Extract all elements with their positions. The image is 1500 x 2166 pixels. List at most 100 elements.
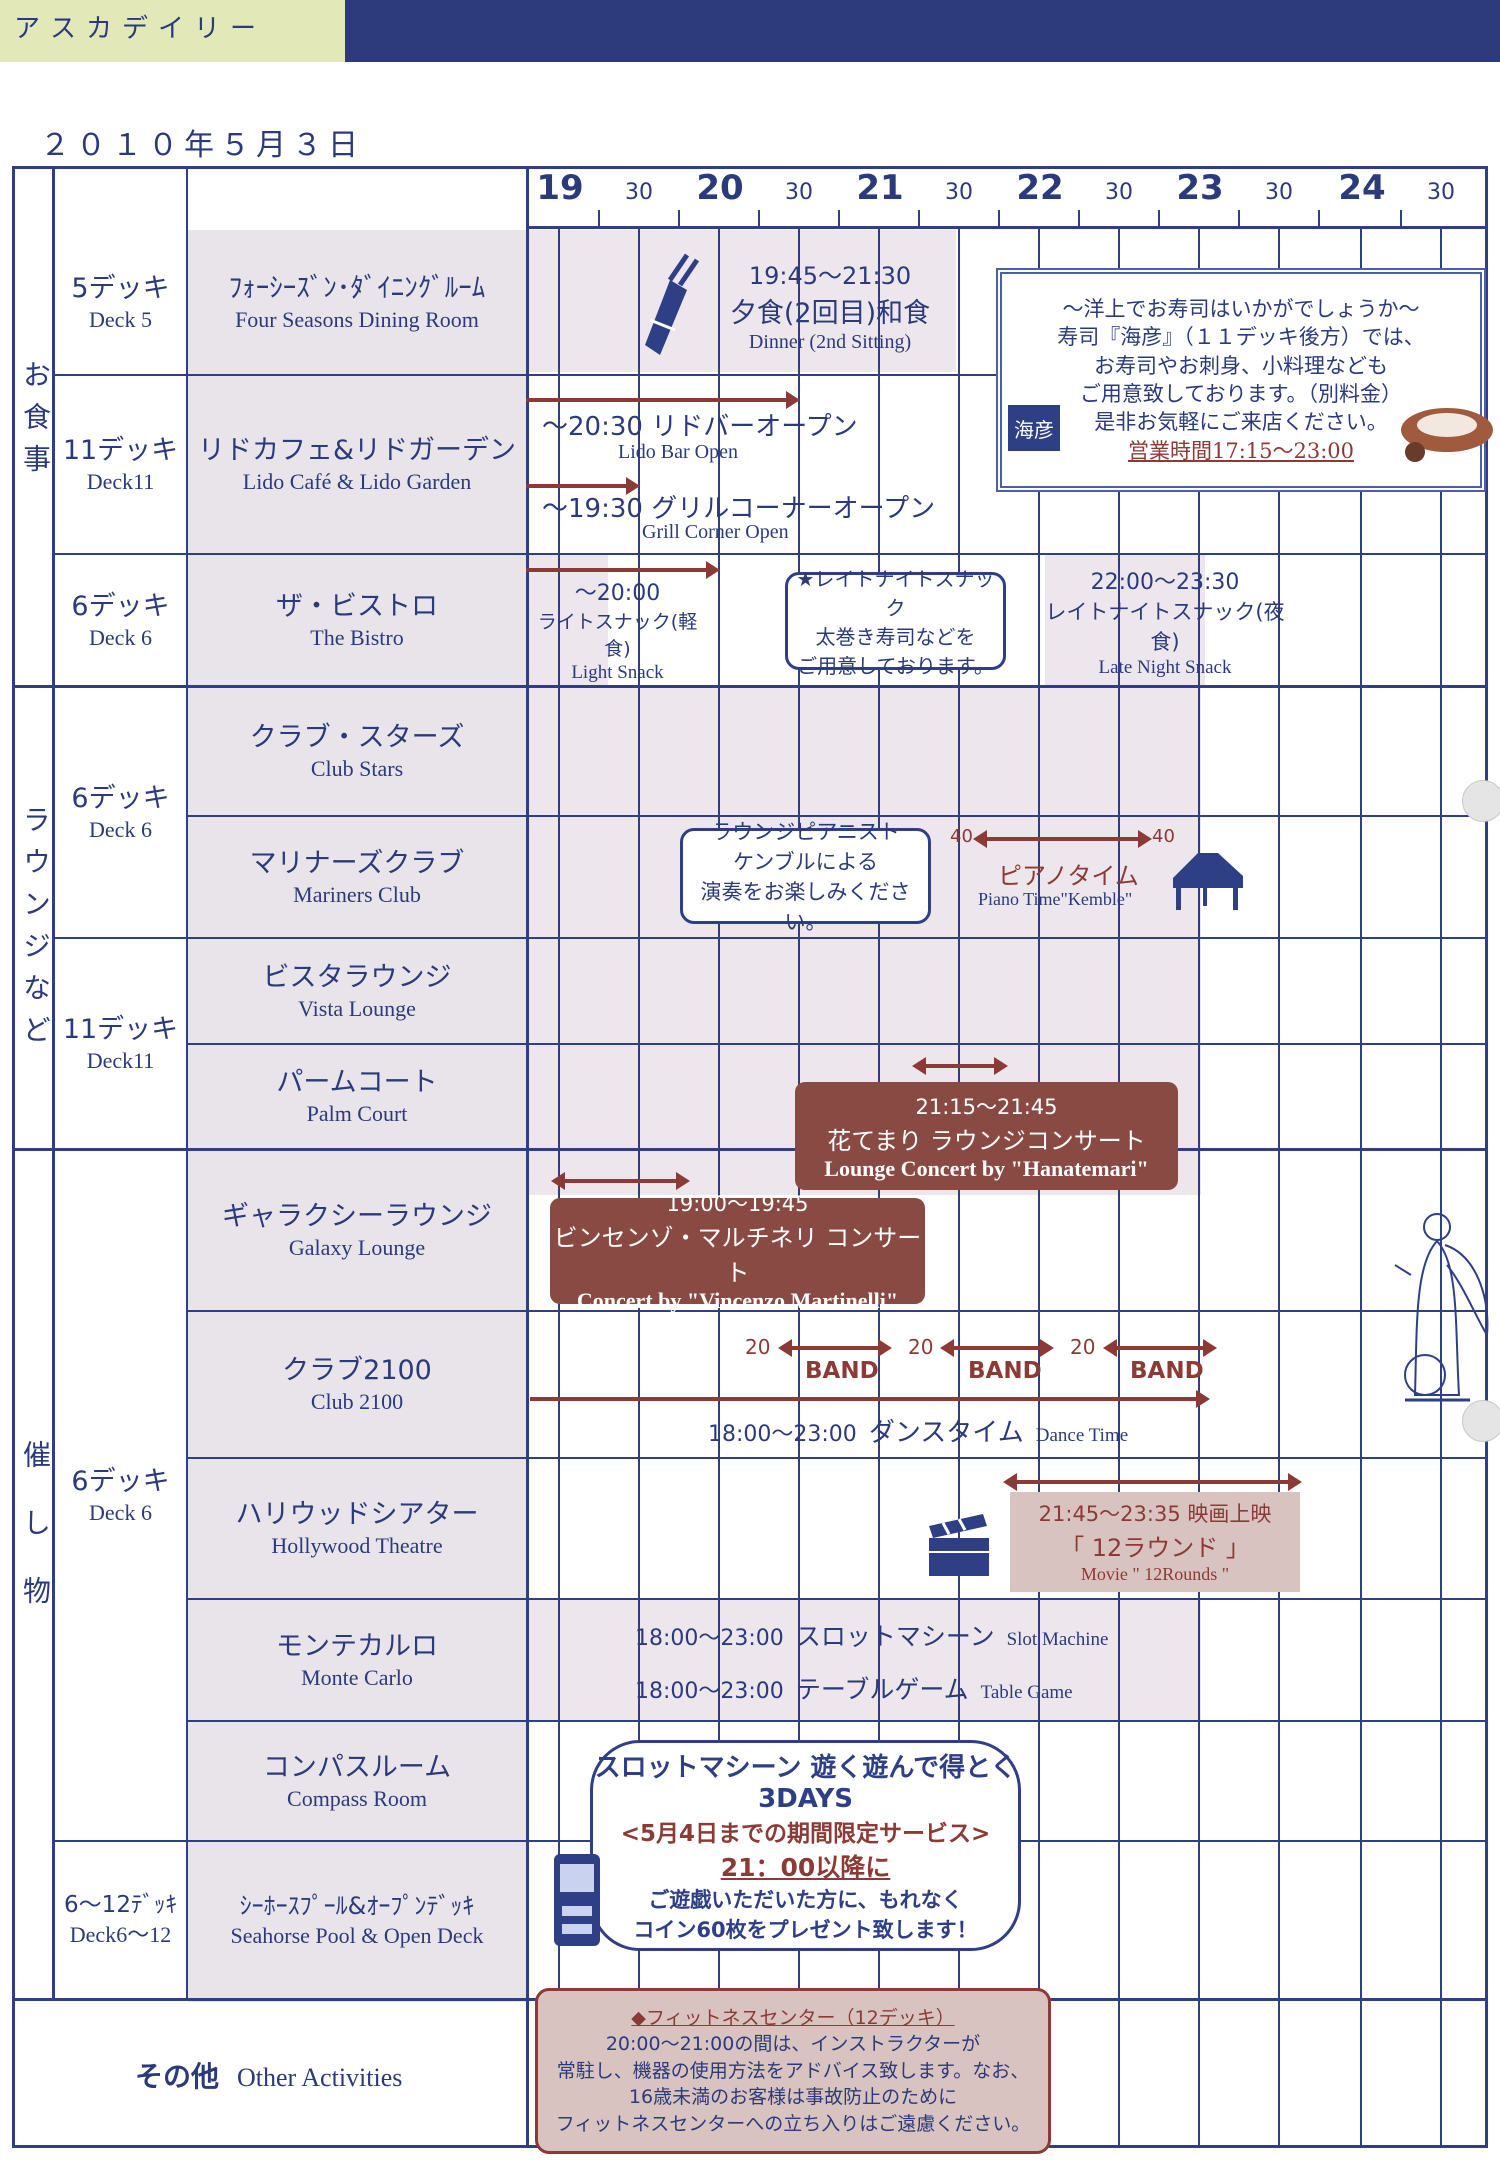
dance-jp: ダンスタイム	[868, 1418, 1024, 1448]
venue-label: ハリウッドシアター Hollywood Theatre	[188, 1459, 526, 1598]
clapperboard-icon	[929, 1514, 989, 1576]
promo-line: コイン60枚をプレゼント致します！	[633, 1918, 978, 1942]
venue-jp: モンテカルロ	[276, 1630, 438, 1662]
slot-en: Slot Machine	[1006, 1629, 1109, 1650]
dinner-en: Dinner (2nd Sitting)	[748, 330, 912, 353]
section-divider	[12, 685, 1488, 688]
venue-en: Vista Lounge	[298, 995, 416, 1021]
venue-label: コンパスルーム Compass Room	[188, 1722, 526, 1840]
venue-jp: パームコート	[276, 1067, 438, 1099]
venue-label: マリナーズクラブ Mariners Club	[188, 817, 526, 937]
table-en: Table Game	[980, 1682, 1073, 1703]
category-events: 催し物	[19, 1440, 52, 1644]
dance-en: Dance Time	[1035, 1425, 1129, 1446]
row-divider	[186, 1720, 1488, 1722]
lido-bar-en: Lido Bar Open	[618, 441, 738, 463]
tick	[1158, 210, 1160, 226]
fitness-line: フィットネスセンターへの立ち入りはご遠慮ください。	[555, 2112, 1031, 2135]
deck-label: 6～12ﾃﾞｯｷ Deck6～12	[55, 1842, 186, 1998]
venue-jp: クラブ2100	[282, 1355, 432, 1387]
dinner-shade	[528, 230, 956, 372]
piano-end-minute: 40	[1152, 826, 1175, 847]
row-divider	[186, 815, 1488, 817]
deck-label: 11デッキ Deck11	[55, 939, 186, 1148]
venue-label: ザ・ビストロ The Bistro	[188, 555, 526, 685]
hour-label-21: 21	[856, 168, 904, 208]
venue-jp: ﾌｫｰｼｰｽﾞﾝ･ﾀﾞｲﾆﾝｸﾞﾙｰﾑ	[228, 272, 486, 304]
venue-jp: ギャラクシーラウンジ	[222, 1201, 492, 1233]
promo-title: スロットマシーン 遊く遊んで得とく3DAYS	[594, 1753, 1017, 1814]
half-hour-label: 30	[625, 180, 653, 205]
late-snack-bubble: ★レイトナイトスナック 太巻き寿司などを ご用意しております。	[785, 567, 1006, 678]
tick	[1400, 210, 1402, 226]
half-hour-label: 30	[1105, 180, 1133, 205]
deck-en: Deck11	[86, 469, 155, 495]
deck-jp: 5デッキ	[71, 272, 170, 304]
venue-en: Club Stars	[310, 756, 404, 782]
fitness-line: 16歳未満のお客様は事故防止のために	[628, 2086, 958, 2109]
table-jp: テーブルゲーム	[795, 1675, 969, 1704]
band-label: BAND	[968, 1358, 1042, 1384]
galaxy-concert-time: 19:00～19:45	[666, 1192, 809, 1216]
sushi-line: お寿司やお刺身、小料理なども	[1094, 353, 1388, 378]
venue-en: Monte Carlo	[301, 1664, 413, 1690]
venue-label: クラブ・スターズ Club Stars	[188, 688, 526, 815]
venue-label: リドカフェ&リドガーデン Lido Café & Lido Garden	[188, 376, 526, 553]
venue-column-shade	[188, 230, 528, 2002]
venue-en: Club 2100	[310, 1389, 404, 1415]
grid-divider	[52, 166, 55, 1998]
row-divider	[52, 374, 1488, 376]
table-game-event: 18:00～23:00 テーブルゲーム Table Game	[635, 1670, 1073, 1706]
dance-time-event: 18:00～23:00 ダンスタイム Dance Time	[708, 1412, 1128, 1449]
deck-label: 5デッキ Deck 5	[55, 230, 186, 374]
bubble-line: 演奏をお楽しみください。	[700, 880, 911, 934]
deck-en: Deck 6	[89, 817, 152, 843]
deck-jp: 11デッキ	[62, 1014, 179, 1046]
band-minute: 20	[745, 1335, 771, 1359]
tick	[998, 210, 1000, 226]
venue-label: ビスタラウンジ Vista Lounge	[188, 939, 526, 1043]
dance-time-arrow	[530, 1390, 1210, 1408]
tick	[838, 210, 840, 226]
grill-jp: ～19:30 グリルコーナーオープン	[542, 494, 936, 524]
section-divider	[12, 1148, 1488, 1151]
venue-label: モンテカルロ Monte Carlo	[188, 1600, 526, 1720]
half-hour-label: 30	[1427, 180, 1455, 205]
grill-en: Grill Corner Open	[642, 521, 789, 543]
venue-en: Palm Court	[306, 1101, 408, 1127]
late-snack-jp: レイトナイトスナック(夜食)	[1045, 600, 1285, 655]
monte-carlo-shade	[528, 1600, 1201, 1720]
slot-time: 18:00～23:00	[635, 1626, 784, 1651]
venue-jp: ビスタラウンジ	[262, 961, 452, 993]
movie-en: Movie " 12Rounds "	[1080, 1564, 1230, 1585]
galaxy-concert-en: Concert by "Vincenzo Martinelli"	[576, 1288, 899, 1313]
chopsticks-icon	[645, 253, 700, 355]
palm-concert-en: Lounge Concert by "Hanatemari"	[824, 1155, 1149, 1181]
venue-en: Compass Room	[287, 1785, 427, 1811]
half-hour-label: 30	[785, 180, 813, 205]
galaxy-concert-arrow	[551, 1172, 690, 1190]
venue-label: パームコート Palm Court	[188, 1045, 526, 1148]
dance-time: 18:00～23:00	[708, 1422, 857, 1447]
half-hour-label: 30	[945, 180, 973, 205]
movie-box: 21:45～23:35 映画上映 「 12ラウンド 」 Movie " 12Ro…	[1010, 1492, 1300, 1592]
sushi-line: ～洋上でお寿司はいかがでしょうか～	[1062, 296, 1420, 321]
late-snack-time: 22:00～23:30	[1090, 570, 1240, 596]
movie-jp: 「 12ラウンド 」	[1060, 1534, 1250, 1563]
category-dining: お食事	[19, 360, 52, 486]
venue-jp: リドカフェ&リドガーデン	[197, 435, 517, 467]
light-snack-en: Light Snack	[571, 662, 664, 684]
category-lounge: ラウンジなど	[19, 805, 52, 1057]
deck-label: 6デッキ Deck 6	[55, 555, 186, 685]
late-snack-shade	[1045, 555, 1205, 685]
slot-jp: スロットマシーン	[795, 1622, 995, 1651]
bubble-line: 太巻き寿司などを	[815, 625, 976, 649]
binder-hole	[1462, 1400, 1500, 1442]
deck-jp: 6デッキ	[71, 1466, 170, 1498]
hour-label-23: 23	[1176, 168, 1224, 208]
bubble-line: ★レイトナイトスナック	[796, 567, 995, 620]
promo-line: <5月4日までの期間限定サービス>	[620, 1821, 991, 1847]
dinner-event: 19:45～21:30 夕食(2回目)和食 Dinner (2nd Sittin…	[700, 255, 960, 355]
band-arrow	[1103, 1339, 1217, 1357]
lido-bar-jp: ～20:30 リドバーオープン	[542, 412, 858, 442]
